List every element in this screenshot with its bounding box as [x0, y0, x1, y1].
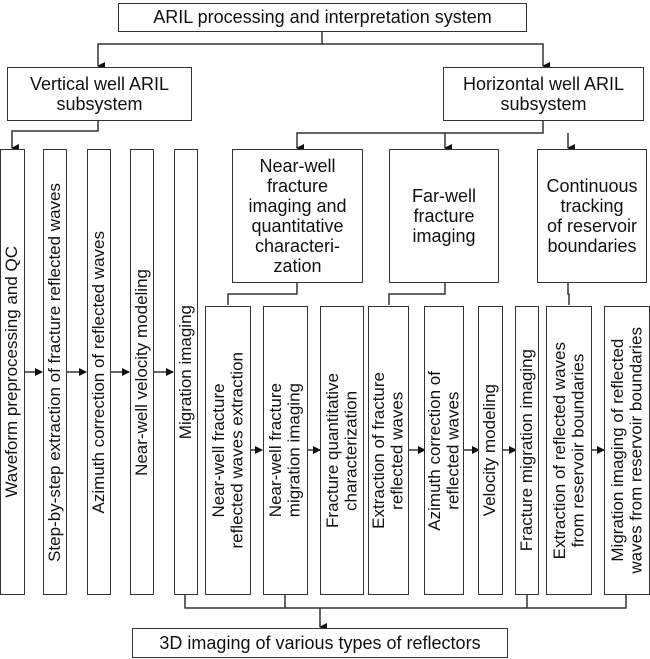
- output-box: 3D imaging of various types of reflector…: [132, 628, 508, 658]
- module-label: Near-well: [259, 155, 336, 176]
- vertical-subsystem-label: Vertical well ARIL: [29, 73, 170, 94]
- step-label: Fracture migration imaging: [516, 349, 536, 552]
- horizontal-subsystem-label: Horizontal well ARIL: [462, 73, 625, 94]
- root-box: ARIL processing and interpretation syste…: [118, 3, 527, 32]
- output-label: 3D imaging of various types of reflector…: [159, 632, 481, 653]
- step-waveform-preprocessing: Waveform preprocessing and QC: [0, 149, 25, 595]
- step-label: Step-by-step extraction of fracture refl…: [44, 182, 64, 562]
- module-reservoir-boundaries: Continuous tracking of reservoir boundar…: [537, 149, 647, 283]
- step-label: Azimuth correction of reflected waves: [88, 230, 108, 514]
- step-far-migration: Fracture migration imaging: [515, 306, 539, 595]
- step-velocity-modeling: Near-well velocity modeling: [130, 149, 154, 595]
- root-label: ARIL processing and interpretation syste…: [153, 7, 492, 28]
- vsub-connector: [11, 121, 99, 152]
- module-label: imaging: [412, 226, 476, 247]
- horizontal-subsystem-box: Horizontal well ARIL subsystem: [443, 67, 644, 121]
- horizontal-subsystem-label-2: subsystem: [500, 94, 587, 114]
- module-near-well: Near-well fracture imaging and quantitat…: [232, 149, 363, 283]
- module-label: characteri-: [254, 236, 341, 257]
- module-label: quantitative: [251, 216, 344, 236]
- module-label: imaging and: [248, 195, 347, 216]
- step-label: Near-well velocity modeling: [131, 268, 151, 476]
- step-stepwise-extraction: Step-by-step extraction of fracture refl…: [43, 149, 67, 595]
- module-label: fracture: [413, 205, 475, 226]
- step-label: Velocity modeling: [480, 384, 500, 517]
- module-label: Far-well: [411, 185, 476, 206]
- module-label: of reservoir: [546, 216, 638, 236]
- module-label: fracture: [266, 175, 329, 196]
- module-label: zation: [273, 256, 322, 277]
- step-label: Migration imaging: [175, 304, 195, 440]
- module-label: Continuous: [546, 175, 638, 196]
- step-far-velocity: Velocity modeling: [478, 306, 503, 595]
- module-label: tracking: [560, 195, 624, 216]
- vertical-subsystem-label-2: subsystem: [56, 94, 143, 114]
- vertical-subsystem-box: Vertical well ARIL subsystem: [7, 67, 192, 121]
- module-far-well: Far-well fracture imaging: [389, 149, 499, 283]
- step-label: Waveform preprocessing and QC: [2, 246, 22, 498]
- step-migration-imaging: Migration imaging: [174, 149, 198, 595]
- merge-connector: [184, 594, 627, 609]
- root-connector: [97, 31, 323, 70]
- hsub-connector: [296, 121, 544, 152]
- step-azimuth-correction: Azimuth correction of reflected waves: [87, 149, 111, 595]
- module-label: boundaries: [547, 236, 637, 257]
